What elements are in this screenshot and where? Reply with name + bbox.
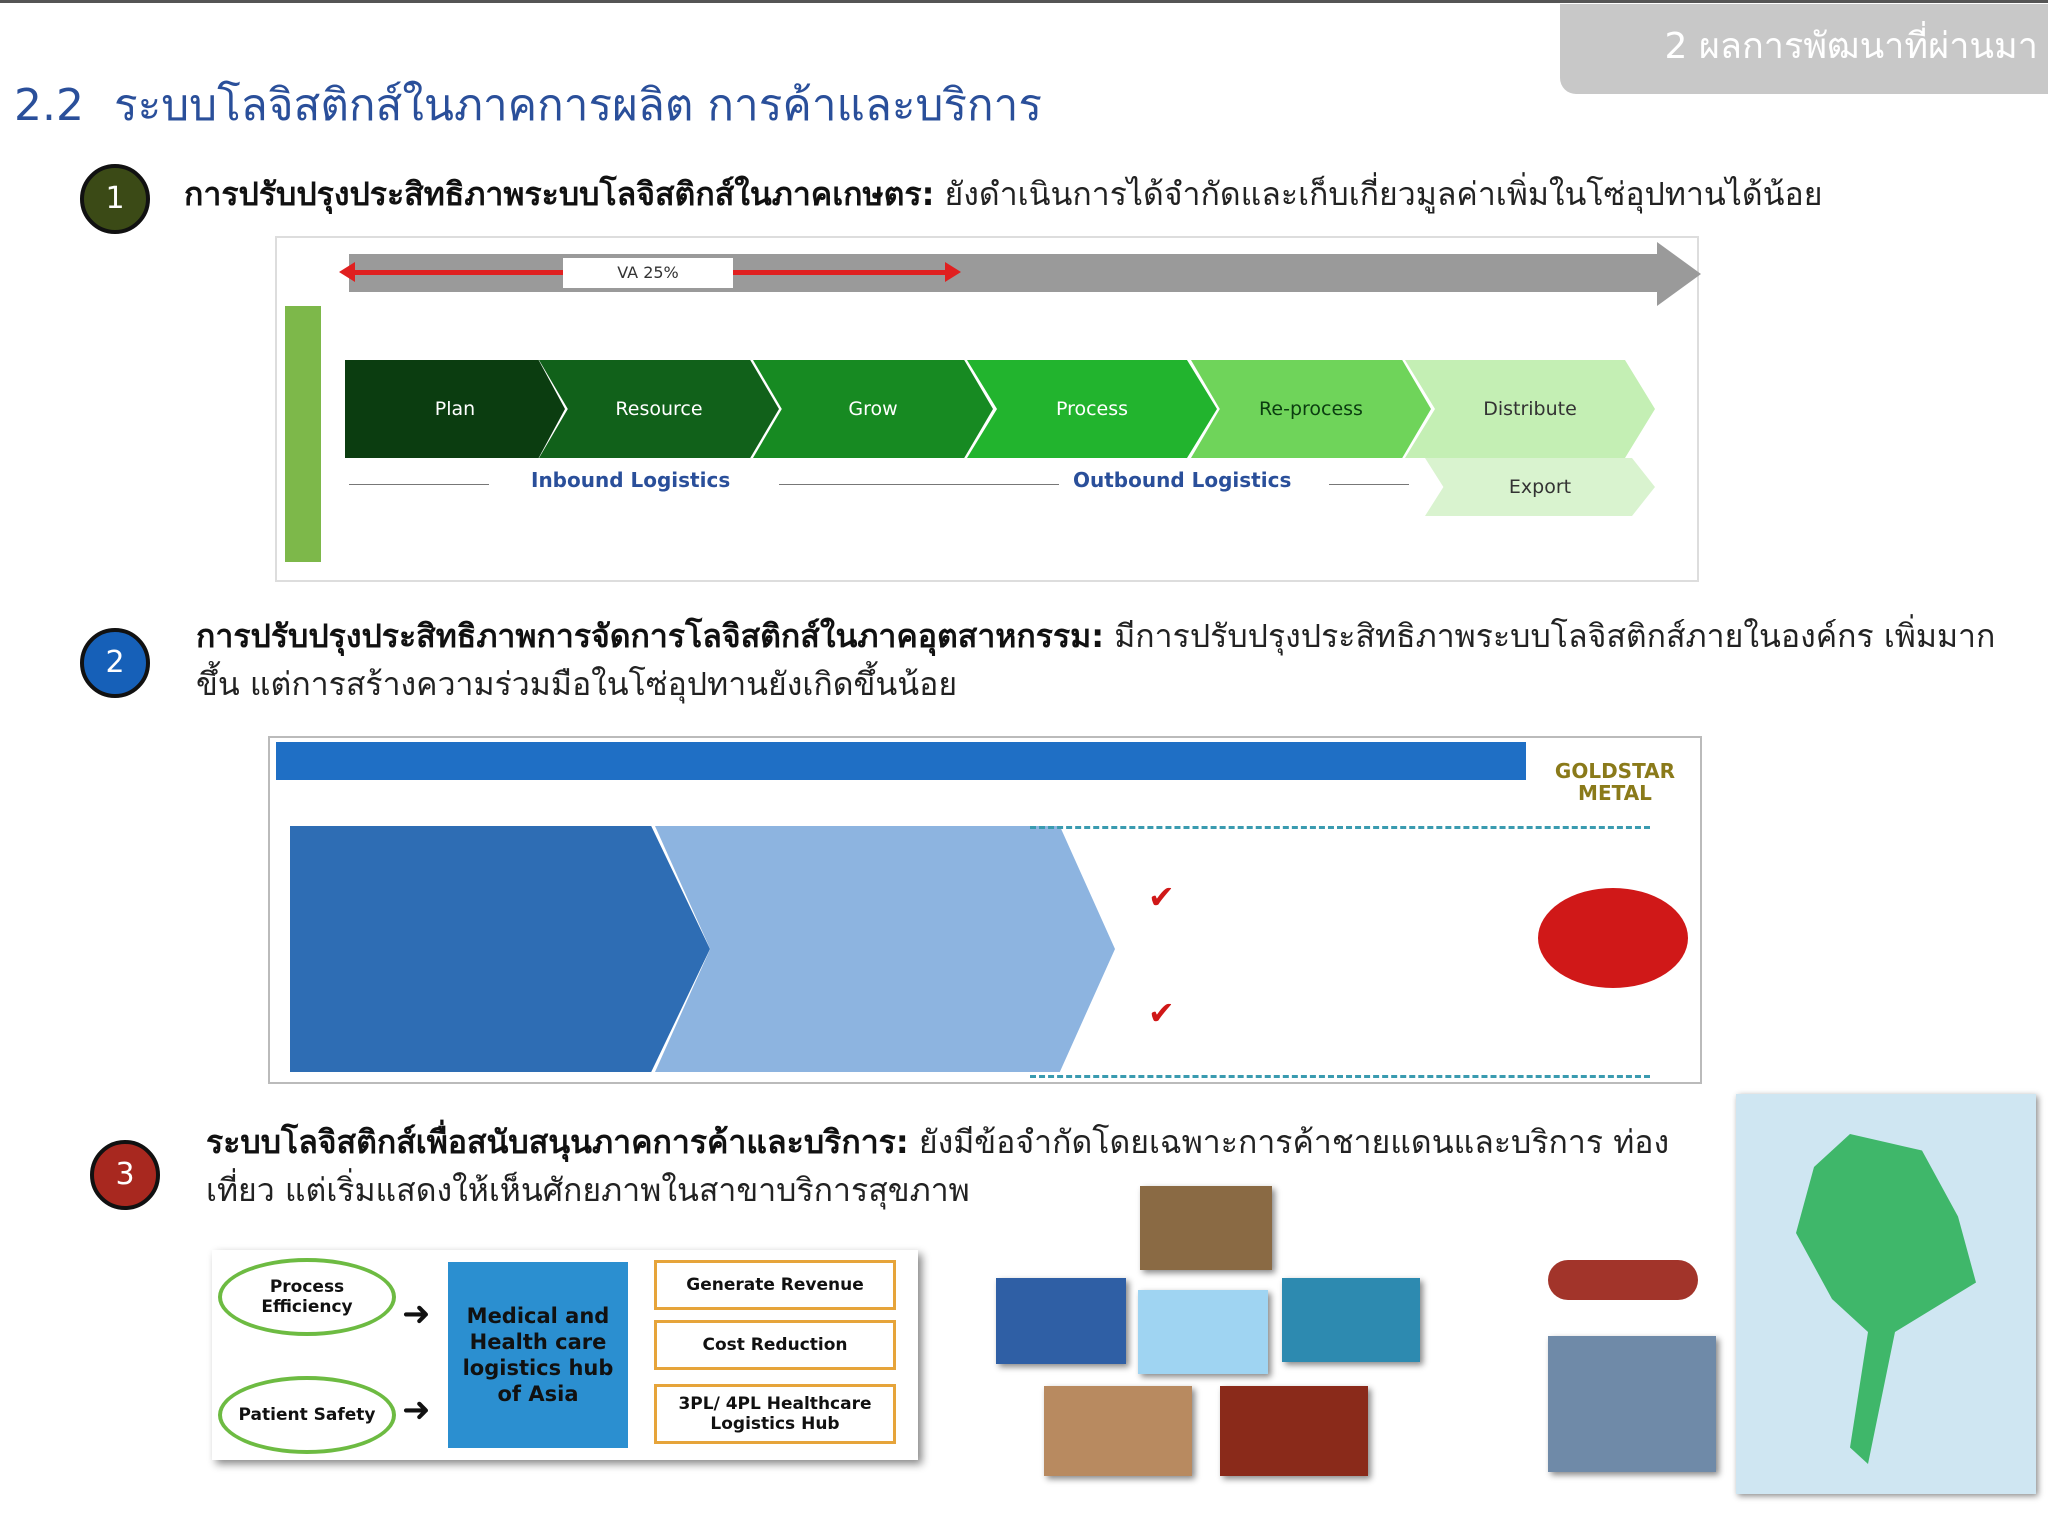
section-title: ระบบโลจิสติกส์ในภาคการผลิต การค้าและบริก… — [113, 80, 1043, 131]
export-step: Export — [1425, 458, 1655, 516]
case-block-action — [655, 826, 1115, 1072]
medical-hub-diagram: Process Efficiency Patient Safety ➜ ➜ Me… — [212, 1250, 918, 1460]
va-right-arrow-icon — [945, 262, 961, 282]
outbound-line-right — [1329, 484, 1409, 485]
inbound-logistics-label: Inbound Logistics — [531, 468, 731, 492]
market-photo — [1044, 1386, 1192, 1476]
input-process-efficiency: Process Efficiency — [218, 1258, 396, 1336]
value-chain-arrow-head — [1657, 242, 1701, 306]
goldstar-logo: GOLDSTAR METAL — [1554, 759, 1676, 805]
item-3-text: ระบบโลจิสติกส์เพื่อสนับสนุนภาคการค้าและบ… — [206, 1118, 1726, 1214]
inbound-line-left — [349, 484, 489, 485]
va-left-arrow-icon — [339, 262, 355, 282]
chain-step-label: Distribute — [1483, 398, 1577, 420]
chain-step-process: Process — [967, 360, 1217, 458]
chain-step-distribute: Distribute — [1405, 360, 1655, 458]
section-number: 2.2 — [14, 80, 84, 131]
page-title: 2.2 ระบบโลจิสติกส์ในภาคการผลิต การค้าและบ… — [14, 70, 1042, 140]
output-cost-reduction: Cost Reduction — [654, 1320, 896, 1370]
chain-step-plan: Plan — [345, 360, 565, 458]
chain-step-label: Grow — [848, 398, 898, 420]
item-3-heading: ระบบโลจิสติกส์เพื่อสนับสนุนภาคการค้าและบ… — [206, 1123, 909, 1161]
vertical-label-bar — [285, 306, 321, 562]
case-block-result — [1030, 826, 1650, 1078]
bullet-2: 2 — [80, 628, 150, 698]
arrow-right-icon: ➜ — [402, 1390, 431, 1430]
item-2-body: มีการปรับปรุงประสิทธิภาพระบบโลจิสติกส์ภา… — [196, 617, 1996, 703]
medical-hub-box: Medical and Health care logistics hub of… — [448, 1262, 628, 1448]
input-patient-safety: Patient Safety — [218, 1376, 396, 1454]
outbound-logistics-label: Outbound Logistics — [1073, 468, 1292, 492]
thai-emblem-badge — [1548, 1260, 1698, 1300]
chain-step-reprocess: Re-process — [1191, 360, 1431, 458]
crowd-photo — [1140, 1186, 1272, 1270]
airplane-photo — [1138, 1290, 1268, 1374]
case-header-bar — [276, 742, 1526, 780]
chain-step-label: Re-process — [1259, 398, 1363, 420]
thailand-map — [1736, 1094, 2036, 1494]
saving-callout — [1538, 888, 1688, 988]
item-3-body: ยังมีข้อจำกัดโดยเฉพาะการค้าชายแดนและบริก… — [206, 1123, 1670, 1209]
chain-step-label: Process — [1055, 398, 1129, 420]
item-1-text: การปรับปรุงประสิทธิภาพระบบโลจิสติกส์ในภา… — [184, 170, 1984, 218]
chain-step-grow: Grow — [753, 360, 993, 458]
agri-value-chain-figure: VA 25% Plan Resource Grow Process Re-pro… — [275, 236, 1701, 582]
building-photo — [996, 1278, 1126, 1364]
inbound-line-right — [779, 484, 1059, 485]
chain-step-resource: Resource — [539, 360, 779, 458]
arrow-right-icon: ➜ — [402, 1294, 431, 1334]
item-1-body: ยังดำเนินการได้จำกัดและเก็บเกี่ยวมูลค่าเ… — [934, 175, 1823, 213]
item-2-heading: การปรับปรุงประสิทธิภาพการจัดการโลจิสติกส… — [196, 617, 1105, 655]
va-label: VA 25% — [563, 258, 733, 288]
item-1-heading: การปรับปรุงประสิทธิภาพระบบโลจิสติกส์ในภา… — [184, 175, 935, 213]
truck-photo — [1548, 1336, 1716, 1472]
top-rule — [0, 0, 2048, 3]
bullet-1: 1 — [80, 164, 150, 234]
chapter-tag: 2 ผลการพัฒนาที่ผ่านมา — [1560, 4, 2048, 94]
check-icon: ✔ — [1148, 878, 1175, 916]
case-block-problem — [290, 826, 710, 1072]
coral-photo — [1282, 1278, 1420, 1362]
check-icon: ✔ — [1148, 994, 1175, 1032]
item-2-text: การปรับปรุงประสิทธิภาพการจัดการโลจิสติกส… — [196, 612, 2016, 708]
industry-case-figure: GOLDSTAR METAL ✔ ✔ — [268, 736, 1702, 1084]
lanterns-photo — [1220, 1386, 1368, 1476]
thailand-map-land — [1796, 1134, 1976, 1464]
bullet-3: 3 — [90, 1140, 160, 1210]
output-generate-revenue: Generate Revenue — [654, 1260, 896, 1310]
chain-step-label: Resource — [615, 398, 703, 420]
output-3pl-4pl-hub: 3PL/ 4PL Healthcare Logistics Hub — [654, 1384, 896, 1444]
chain-step-label: Plan — [434, 398, 476, 420]
